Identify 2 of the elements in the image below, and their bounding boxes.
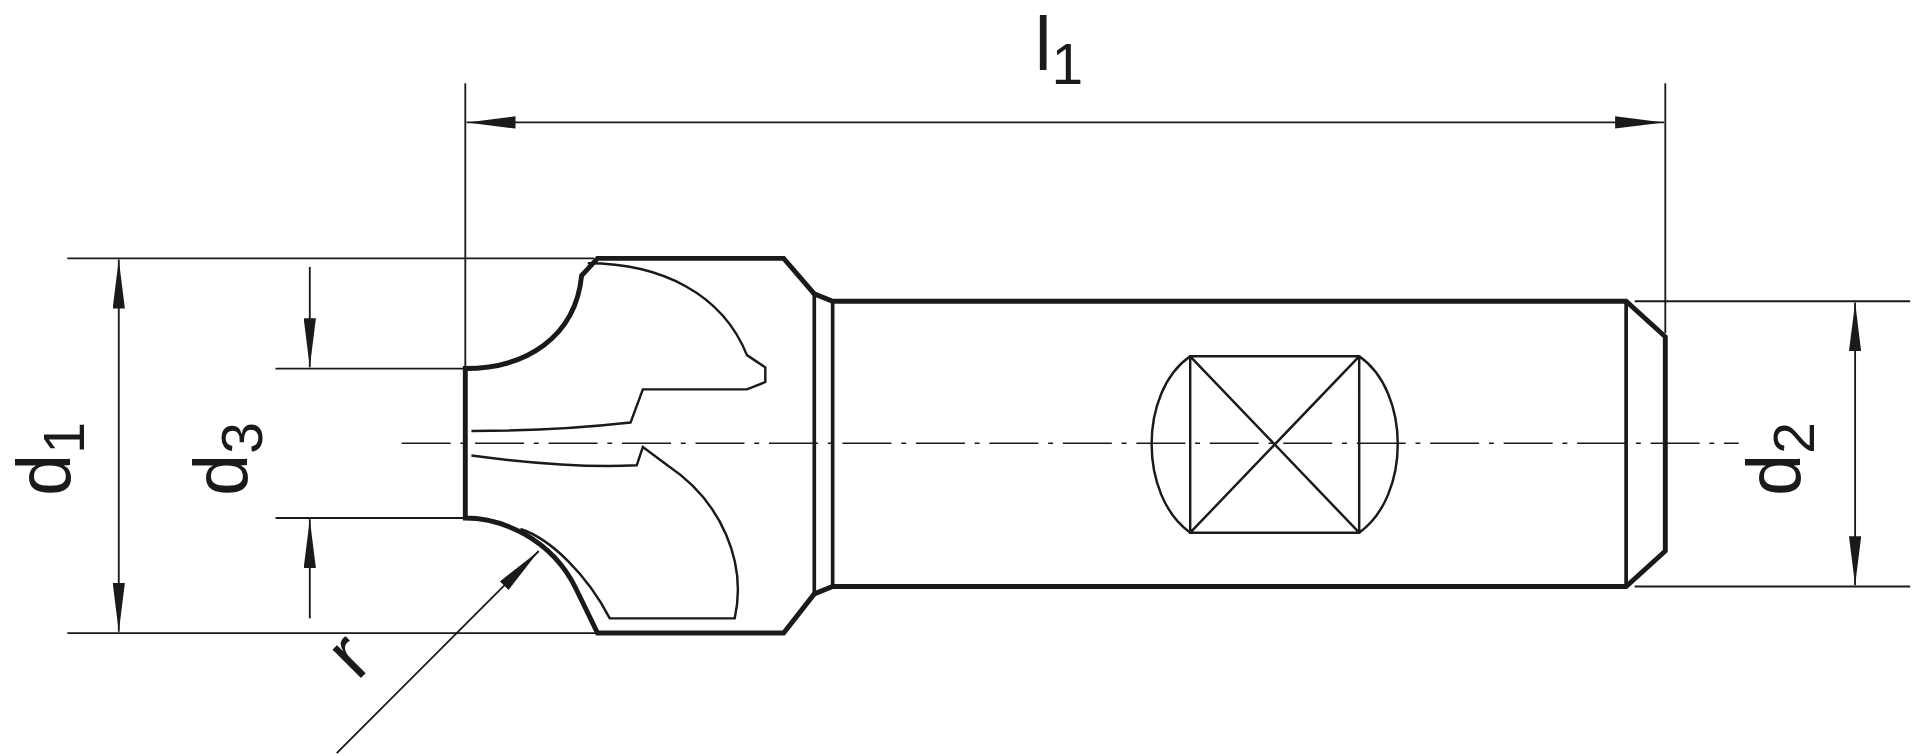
dimension-label: l$_{1}$ bbox=[1034, 6, 1084, 94]
dimension-label: r bbox=[312, 618, 384, 691]
